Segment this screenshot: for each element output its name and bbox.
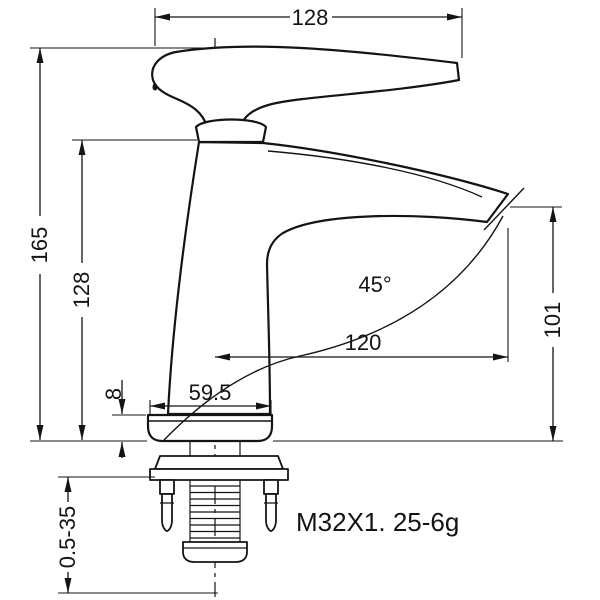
label-spout-reach: 120 [345, 330, 382, 355]
label-handle-width: 128 [292, 5, 329, 30]
faucet-handle [151, 45, 461, 129]
bracket-left-tab [159, 479, 175, 495]
label-outlet-height: 101 [540, 302, 565, 339]
extension-lines [30, 8, 563, 594]
label-flange-width: 59.5 [189, 380, 232, 405]
right-stud [265, 493, 277, 532]
label-clamp-range: 0.5-35 [55, 506, 80, 568]
lock-nut [182, 541, 248, 563]
label-spout-angle: 45° [358, 272, 391, 297]
faucet-outline [146, 45, 525, 443]
label-total-height: 165 [27, 227, 52, 264]
angle-arc [163, 215, 504, 441]
dimension-texts: 128 165 128 8 59.5 45° 120 101 0.5-35 M3… [27, 5, 565, 568]
bracket-right-tab [263, 479, 279, 495]
outlet-angle-line [483, 187, 525, 231]
label-flange-thickness: 8 [101, 388, 126, 400]
spout-ridge-line [267, 150, 483, 198]
handle-cap [194, 118, 268, 144]
left-stud [161, 493, 173, 532]
mounting-hardware [149, 441, 289, 563]
label-body-height: 128 [69, 272, 94, 309]
dimension-lines [36, 13, 557, 593]
top-washer [154, 455, 284, 470]
handle-set-screw-mark [152, 83, 158, 91]
faucet-body-and-spout [166, 140, 510, 416]
label-thread-spec: M32X1. 25-6g [296, 507, 459, 537]
thread-lines [190, 485, 240, 539]
mounting-bracket [149, 468, 289, 481]
